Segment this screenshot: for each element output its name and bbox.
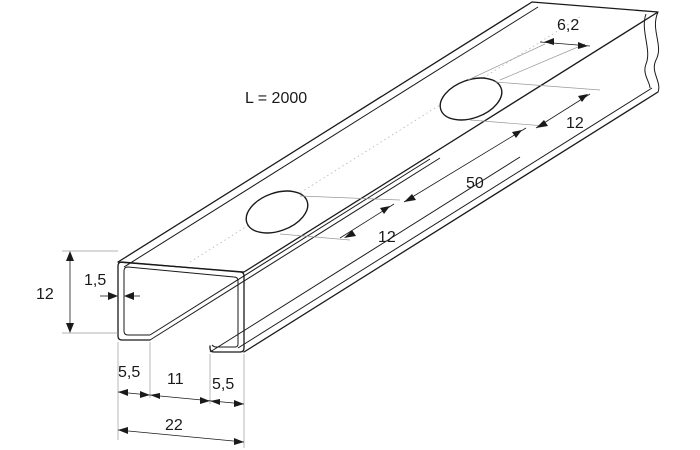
slot-near bbox=[245, 190, 309, 234]
left-lip-top-edge bbox=[149, 158, 431, 336]
section-inner bbox=[123, 266, 239, 348]
dim-height-label: 12 bbox=[36, 286, 54, 303]
dim-slot-length-near-label: 12 bbox=[378, 229, 396, 246]
dim-slot-width-label: 6,2 bbox=[557, 17, 579, 34]
left-lip-edge bbox=[149, 157, 441, 341]
dim-width-label: 22 bbox=[165, 417, 183, 434]
right-wall-bottom-edge bbox=[243, 91, 659, 353]
length-label: L = 2000 bbox=[245, 90, 307, 107]
top-inner-edge bbox=[123, 6, 539, 268]
extension-lines bbox=[62, 43, 601, 448]
break-line bbox=[653, 11, 660, 93]
right-lip-edge bbox=[209, 156, 521, 353]
dim-slot-pitch-label: 50 bbox=[466, 175, 484, 192]
section-outer bbox=[117, 261, 245, 353]
slot-far bbox=[439, 77, 503, 121]
dim-slot-length-far-label: 12 bbox=[566, 115, 584, 132]
dimension-lines bbox=[66, 38, 591, 445]
dim-lip-right-label: 5,5 bbox=[212, 376, 234, 393]
cross-section bbox=[117, 261, 245, 353]
dim-lip-left-label: 5,5 bbox=[118, 364, 140, 381]
break-line-inner bbox=[643, 13, 651, 89]
dim-opening-label: 11 bbox=[167, 371, 184, 388]
right-wall-inner-edge bbox=[237, 87, 653, 349]
rail-body bbox=[117, 1, 660, 353]
dim-wall-thickness-label: 1,5 bbox=[84, 272, 106, 289]
